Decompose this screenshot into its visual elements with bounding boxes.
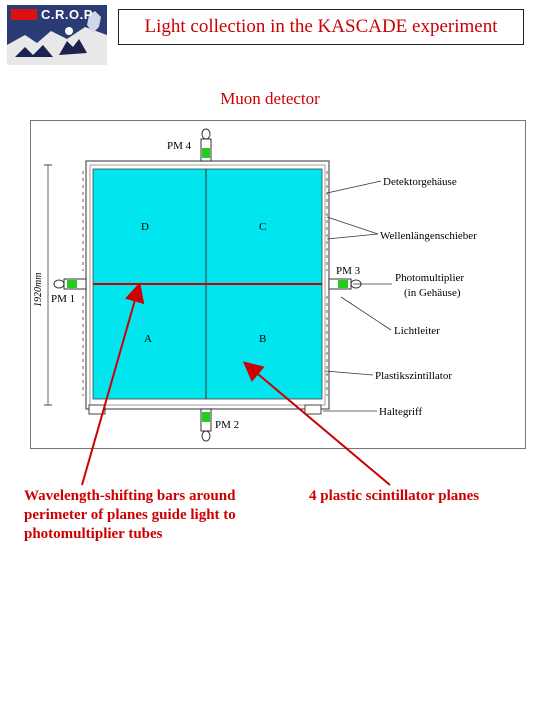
pmt-2-tube (202, 412, 210, 422)
pmt-4-tube (202, 148, 210, 158)
quadrant-b-label: B (259, 333, 266, 345)
handle-left (88, 404, 106, 415)
callout-detektorgehaeuse: Detektorgehäuse (383, 176, 457, 188)
pmt-1 (53, 278, 87, 290)
pm3-label: PM 3 (336, 265, 361, 277)
detector-diagram: 1920mm PM 4 PM 3 PM 1 PM 2 (33, 128, 477, 442)
pmt-4 (200, 128, 212, 162)
logo-graphic (7, 9, 107, 65)
quadrant-c-label: C (259, 221, 266, 233)
title-box: Light collection in the KASCADE experime… (118, 9, 524, 45)
callout-wellenlaengenschieber: Wellenlängenschieber (380, 230, 477, 242)
callout-photomultiplier: Photomultiplier (395, 272, 464, 284)
dimension-label: 1920mm (33, 273, 44, 307)
pmt-3-tube (338, 280, 348, 288)
quadrant-a-label: A (144, 333, 152, 345)
pm1-label: PM 1 (51, 293, 75, 305)
pmt-1-tube (67, 280, 77, 288)
figure-subtitle: Muon detector (220, 89, 320, 108)
quadrant-d-label: D (141, 221, 149, 233)
pm4-label: PM 4 (167, 140, 192, 152)
pmt-2 (200, 408, 212, 442)
callout-haltegriff: Haltegriff (379, 406, 423, 418)
callout-in-gehaeuse: (in Gehäuse) (404, 287, 461, 299)
handle-right (304, 404, 322, 415)
caption-shifting-bars: Wavelength-shifting bars around perimete… (24, 488, 236, 542)
callout-lichtleiter: Lichtleiter (394, 325, 440, 337)
wavelength-shifter-frame (89, 164, 326, 406)
pm2-label: PM 2 (215, 419, 239, 431)
page-title: Light collection in the KASCADE experime… (144, 16, 498, 37)
crop-logo: C.R.O.P (7, 5, 107, 65)
logo-text: C.R.O.P (41, 7, 93, 22)
callout-plastikszintillator: Plastikszintillator (375, 370, 452, 382)
muon-detector-figure: 1920mm PM 4 PM 3 PM 1 PM 2 (30, 120, 526, 449)
caption-scintillator-planes: 4 plastic scintillator planes (309, 488, 480, 504)
